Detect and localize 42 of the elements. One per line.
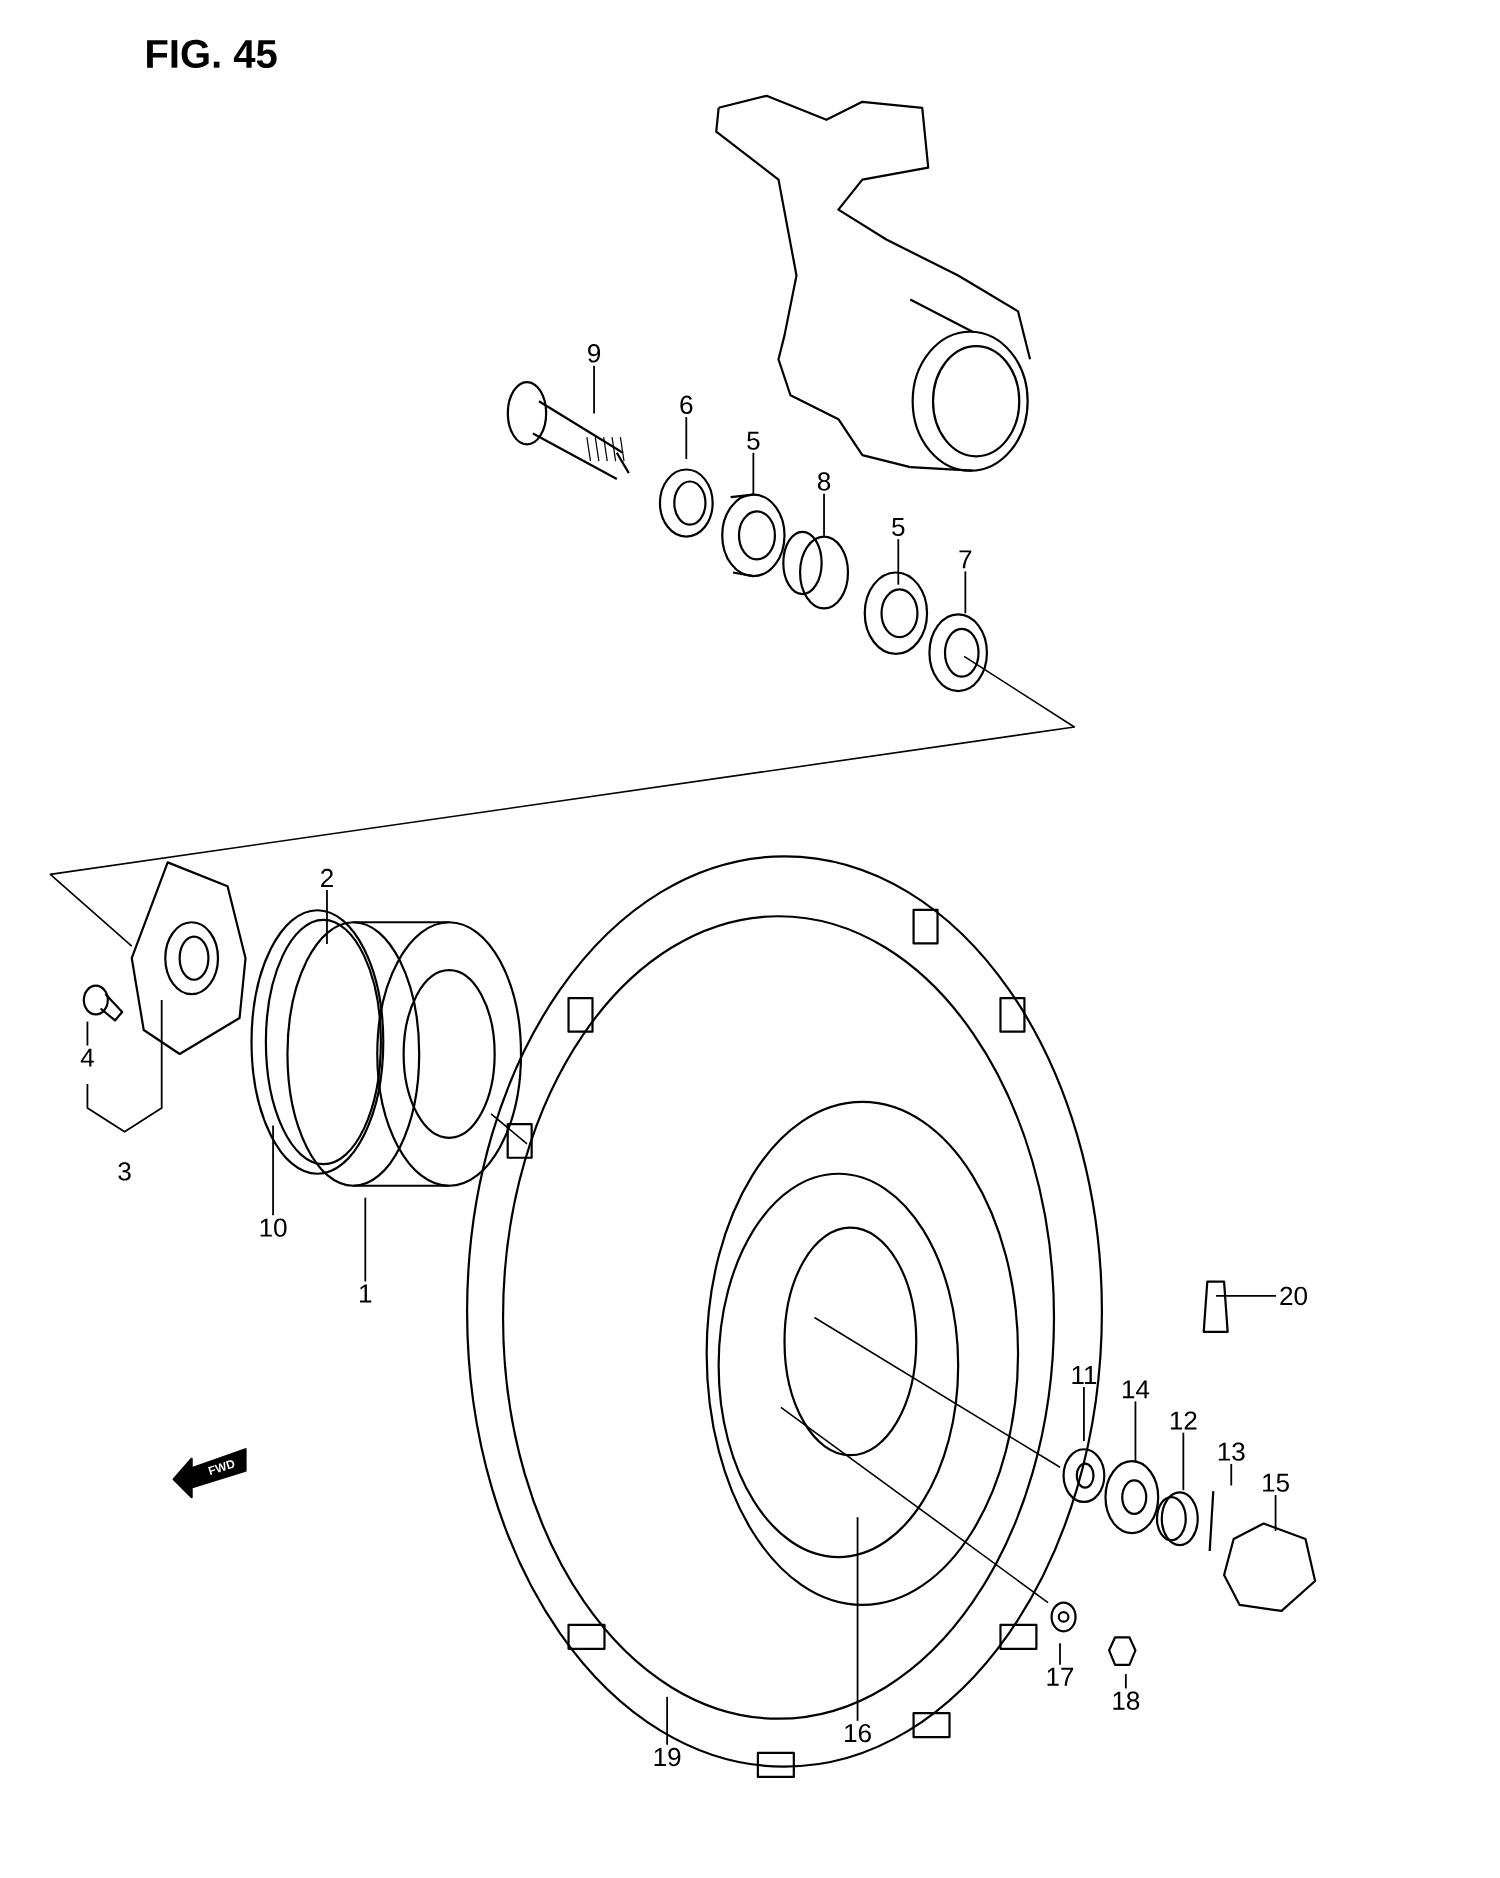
leader-line: [823, 492, 826, 537]
leader-line: [897, 538, 900, 586]
leader-line: [593, 364, 596, 415]
leader-line: [1215, 1295, 1278, 1297]
callout-number: 9: [588, 344, 601, 363]
callout-number: 1: [360, 1284, 372, 1303]
callout-number: 6: [680, 395, 693, 415]
leader-line: [272, 1124, 275, 1217]
callout-number: 12: [1171, 1411, 1197, 1430]
callout-number: 2: [321, 868, 334, 887]
callout-number: 8: [818, 472, 831, 491]
leader-line: [666, 1695, 669, 1746]
callout-number: 7: [959, 550, 972, 569]
callout-number: 19: [654, 1747, 681, 1767]
callout-number: 16: [845, 1723, 872, 1743]
arrow-label: FWD: [208, 1460, 235, 1476]
leader-line: [685, 416, 688, 460]
callout-number: 10: [260, 1218, 287, 1237]
callout-number: 5: [892, 517, 905, 537]
callout-number: 17: [1047, 1667, 1074, 1686]
leader-line: [1230, 1463, 1233, 1487]
callout-number: 5: [747, 431, 760, 450]
callout-number: 20: [1280, 1286, 1308, 1306]
leader-line: [1182, 1431, 1185, 1492]
callout-number: 4: [81, 1048, 95, 1067]
leader-line: [1134, 1400, 1137, 1463]
leader-line: [964, 570, 967, 615]
leader-line: [752, 452, 755, 496]
callout-number: 14: [1123, 1380, 1150, 1399]
leader-line: [856, 1516, 859, 1722]
leader-line: [1274, 1494, 1277, 1532]
leader-line: [1083, 1386, 1086, 1442]
callout-number: 13: [1219, 1442, 1245, 1461]
figure-title: FIG. 45: [147, 39, 277, 69]
leader-line: [1059, 1642, 1062, 1666]
callout-number: 3: [118, 1162, 131, 1181]
callout-number: 18: [1113, 1691, 1140, 1710]
leader-line: [364, 1196, 367, 1283]
callout-number: 15: [1263, 1473, 1290, 1492]
leader-line: [86, 1020, 89, 1047]
leader-line: [1125, 1673, 1127, 1690]
callout-number: 11: [1072, 1366, 1097, 1384]
